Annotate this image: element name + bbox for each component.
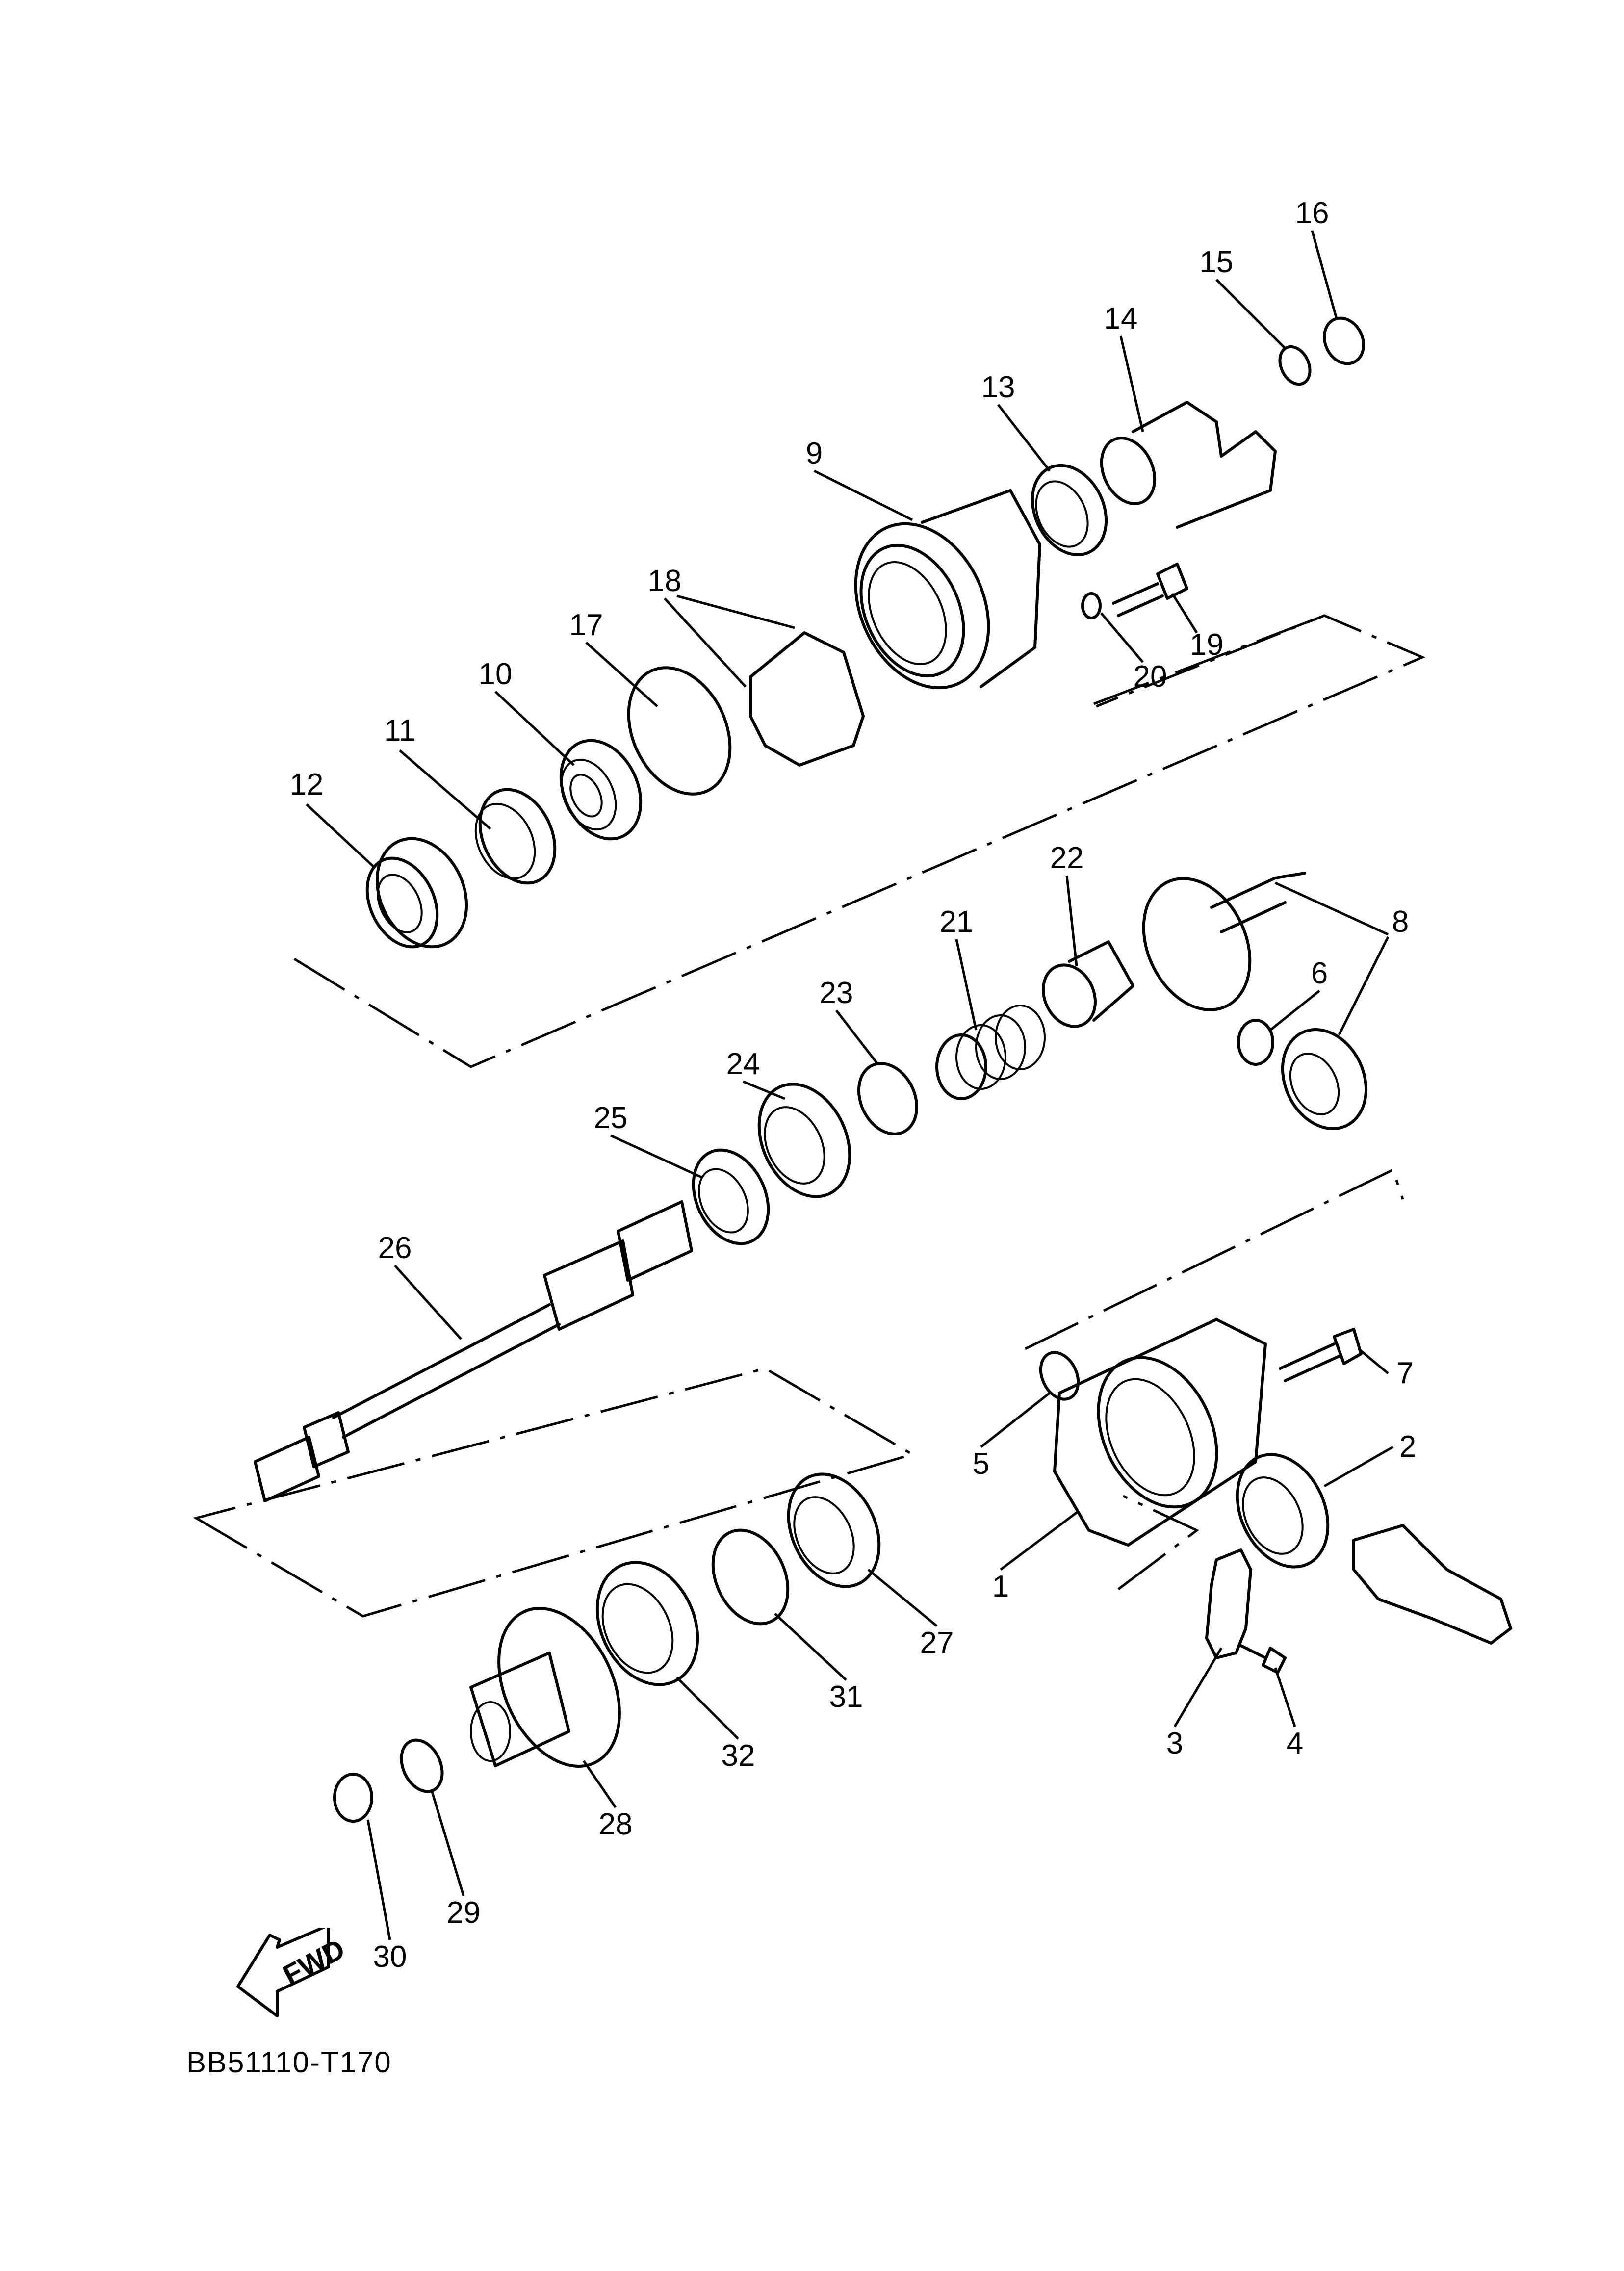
part-10-bearing: [559, 739, 643, 841]
part-29-washer: [400, 1738, 444, 1793]
callout-6: 6: [1311, 956, 1328, 990]
part-23-bushing: [857, 1062, 919, 1136]
part-18-gasket: [749, 631, 865, 767]
callout-13: 13: [981, 370, 1015, 404]
assembly-boundary-upper: [293, 614, 1426, 1068]
callout-17: 17: [569, 608, 603, 642]
part-27-bearing: [787, 1472, 881, 1588]
callout-12: 12: [289, 768, 324, 801]
part-30-nut: [333, 1773, 373, 1823]
callout-2: 2: [1399, 1430, 1417, 1464]
assembly-boundary-upper-top: [1093, 614, 1325, 705]
part-5-o-ring: [1039, 1351, 1080, 1401]
part-28-flange: [469, 1607, 621, 1768]
callout-4: 4: [1286, 1727, 1304, 1760]
callout-28: 28: [598, 1807, 633, 1841]
part-26-shaft: [254, 1200, 693, 1502]
part-31-ring-nut: [711, 1528, 790, 1626]
part-21-spring: [935, 1005, 1046, 1100]
callout-14: 14: [1104, 302, 1138, 335]
part-11-ring-nut: [474, 788, 557, 885]
callout-23: 23: [819, 976, 853, 1010]
callout-5: 5: [972, 1447, 990, 1481]
part-12-bearing: [365, 837, 468, 949]
callout-19: 19: [1189, 628, 1224, 662]
callout-8: 8: [1392, 905, 1409, 939]
part-7-bolt: [1279, 1328, 1363, 1382]
part-4-screw: [1239, 1644, 1287, 1674]
callout-9: 9: [805, 437, 823, 470]
callout-32: 32: [721, 1739, 755, 1773]
callout-22: 22: [1050, 841, 1084, 875]
fwd-arrow-icon: FWD: [236, 1928, 348, 2017]
part-6-nut: [1237, 1019, 1274, 1066]
part-24-bearing: [757, 1083, 851, 1198]
callout-1: 1: [992, 1570, 1009, 1603]
callout-26: 26: [378, 1231, 412, 1265]
part-19-bolt: [1112, 563, 1188, 617]
callout-21: 21: [939, 905, 974, 939]
callout-20: 20: [1133, 660, 1167, 694]
assembly-boundary-right: [1024, 1168, 1404, 1350]
callout-24: 24: [726, 1047, 760, 1081]
part-22-collar: [1042, 940, 1134, 1028]
callout-29: 29: [446, 1896, 481, 1930]
part-17-o-ring: [627, 666, 732, 796]
part-1-bearing-case: [1053, 1318, 1267, 1547]
callout-10: 10: [478, 657, 513, 691]
callout-27: 27: [920, 1626, 954, 1660]
callout-16: 16: [1295, 196, 1329, 230]
callout-31: 31: [829, 1680, 863, 1714]
callout-7: 7: [1396, 1356, 1414, 1390]
part-2-bearing: [1236, 1453, 1330, 1569]
leader-lines: [306, 230, 1394, 1940]
callout-3: 3: [1166, 1727, 1184, 1760]
part-16-nut: [1323, 316, 1365, 365]
part-20-washer: [1081, 592, 1102, 619]
part-32-oil-seal: [595, 1561, 699, 1686]
callout-11: 11: [384, 714, 416, 748]
callout-25: 25: [593, 1101, 628, 1135]
callout-18: 18: [647, 564, 682, 598]
assembly-boundary-shaft: [193, 1367, 916, 1618]
part-15-washer: [1278, 345, 1312, 386]
assembly-boundary-lower-right: [1117, 1495, 1199, 1590]
figure-code: BB51110-T170: [186, 2046, 392, 2079]
part-25-oil-seal: [692, 1148, 770, 1245]
part-9-housing: [854, 489, 1041, 690]
splined-shaft-reference: [1352, 1524, 1512, 1645]
part-8-gear-set: [1142, 872, 1368, 1130]
callout-15: 15: [1199, 245, 1234, 279]
callout-30: 30: [373, 1940, 407, 1974]
part-3-plate: [1205, 1548, 1252, 1659]
part-14-yoke: [1100, 401, 1277, 529]
part-13-oil-seal: [1031, 464, 1108, 557]
